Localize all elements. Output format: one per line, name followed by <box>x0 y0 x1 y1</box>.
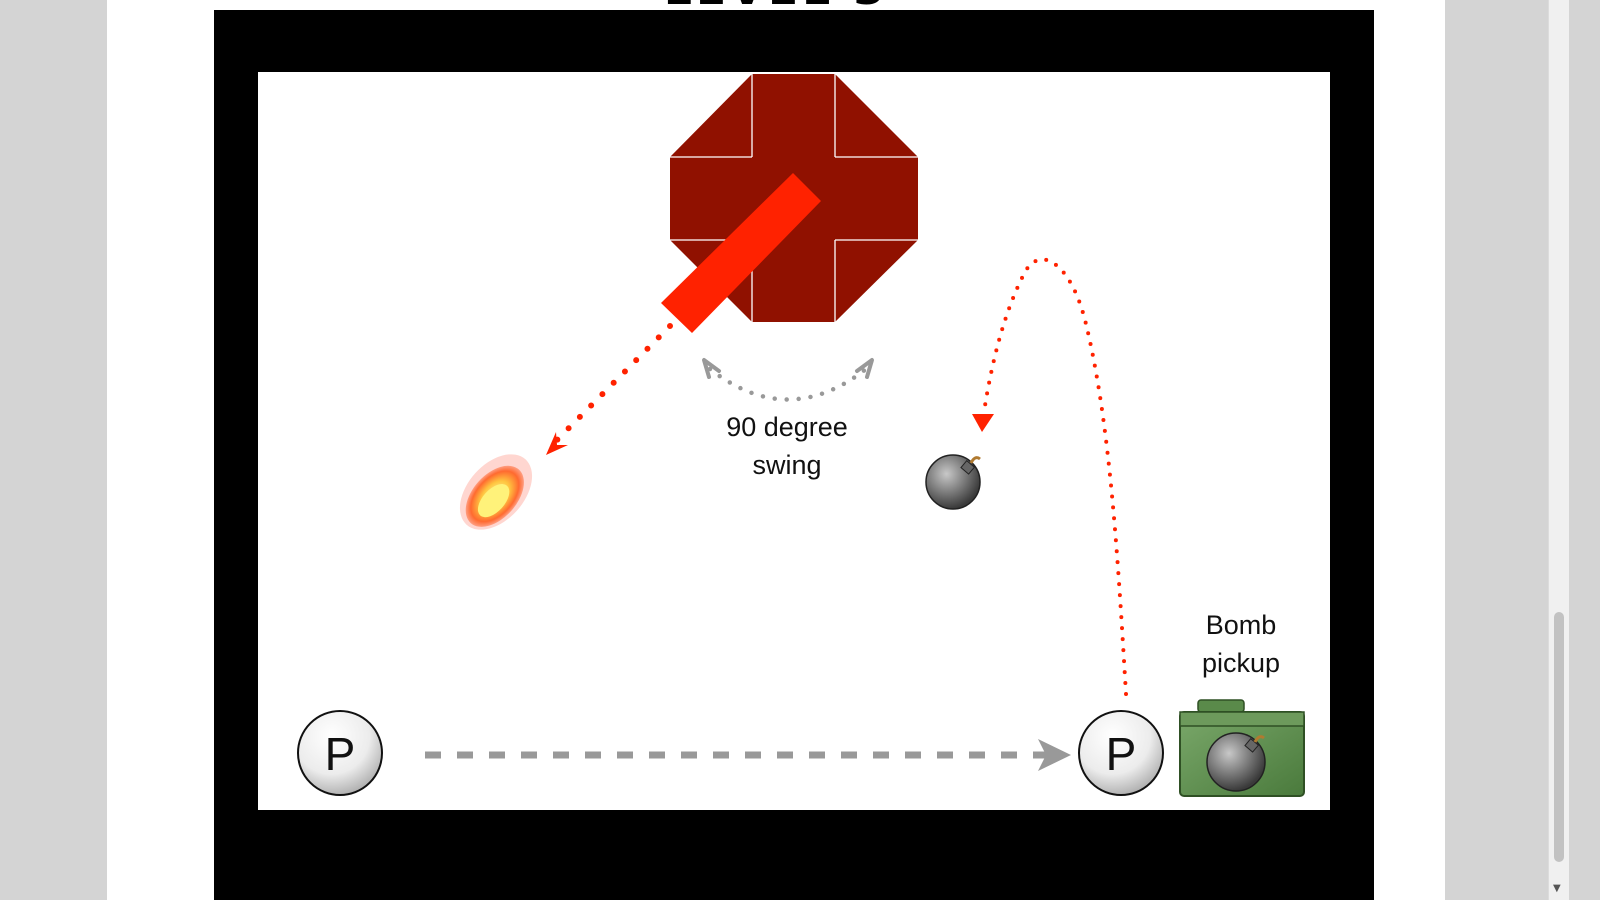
bomb-icon <box>925 454 981 510</box>
vertical-scrollbar[interactable]: ▼ <box>1548 0 1569 900</box>
swing-label-line2: swing <box>752 450 821 480</box>
bomb-pickup-ammo-box-icon <box>1179 699 1305 797</box>
fireball-trajectory <box>546 323 673 455</box>
trajectory-arrowhead <box>546 432 568 455</box>
turret-barrel <box>661 173 821 333</box>
bomb-trajectory <box>972 257 1128 696</box>
page-title-clip: LEVEL 3 <box>107 0 1445 8</box>
turret-plate-lines <box>670 74 918 322</box>
turret <box>661 74 918 333</box>
player-start-label: P <box>325 728 356 780</box>
movement-path <box>425 739 1071 771</box>
pickup-label-line2: pickup <box>1202 648 1280 678</box>
page-title: LEVEL 3 <box>107 0 1445 8</box>
swing-arc <box>702 358 874 402</box>
player-end-label: P <box>1106 728 1137 780</box>
pickup-label-line1: Bomb <box>1206 610 1277 640</box>
scrollbar-thumb[interactable] <box>1554 612 1564 862</box>
bomb-trajectory-arrowhead <box>972 414 994 432</box>
scroll-down-arrow-icon[interactable]: ▼ <box>1553 883 1561 894</box>
player-start-token: P <box>297 710 383 796</box>
swing-label-line1: 90 degree <box>726 412 848 442</box>
fireball-icon <box>459 454 533 530</box>
player-end-token: P <box>1078 710 1164 796</box>
movement-arrowhead <box>1038 739 1071 771</box>
